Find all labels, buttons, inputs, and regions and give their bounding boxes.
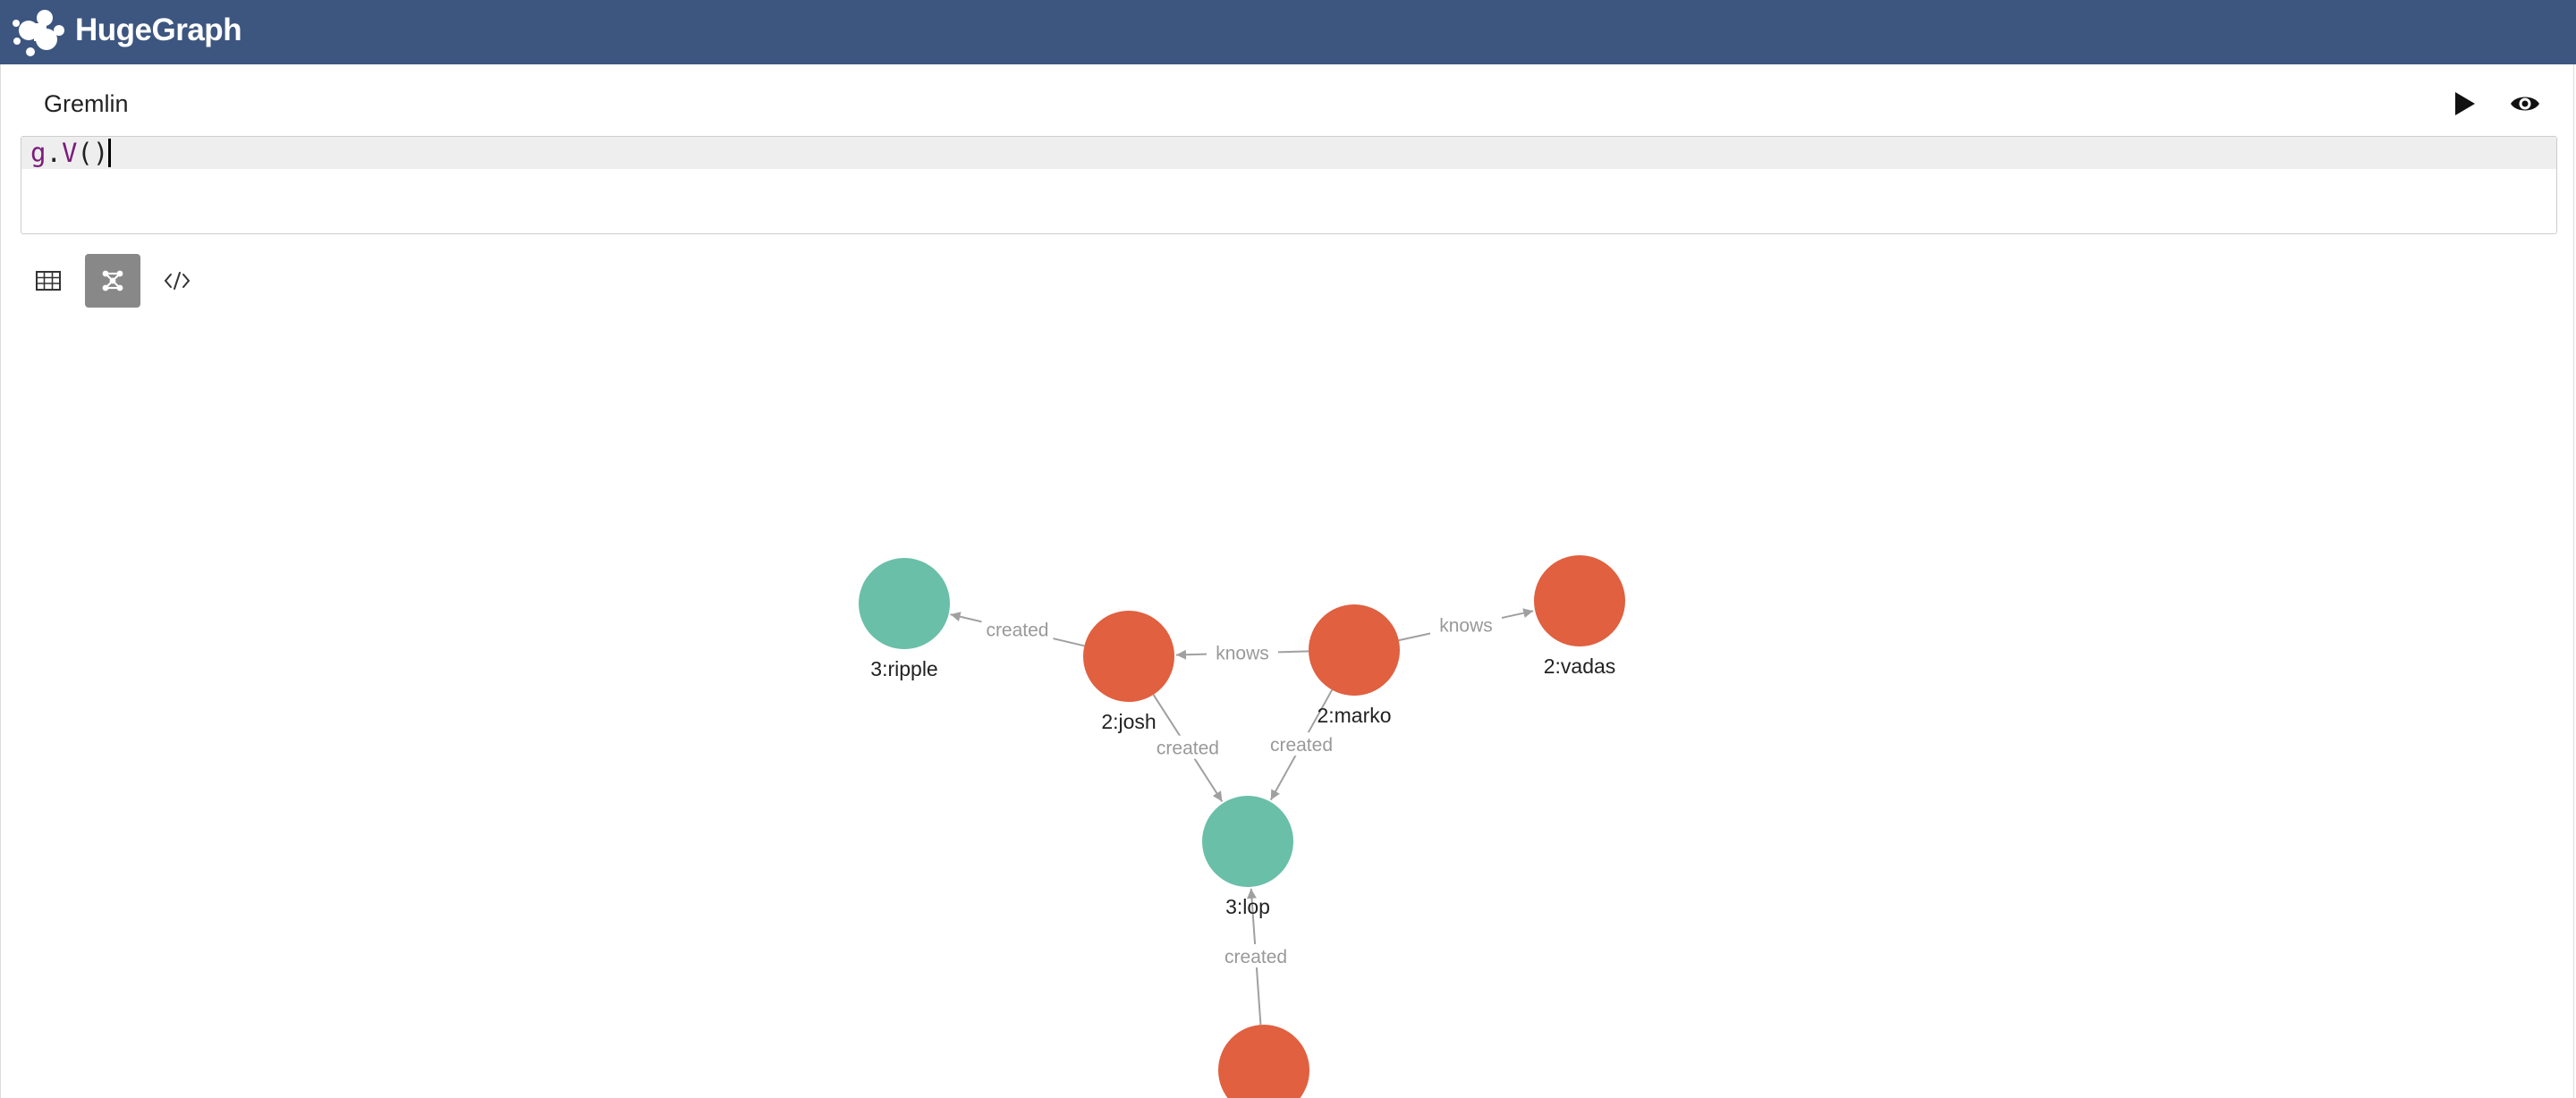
graph-node-vadas[interactable]: 2:vadas [1534, 555, 1625, 678]
node-label: 2:vadas [1544, 655, 1616, 678]
node-circle[interactable] [1309, 604, 1400, 696]
node-label: 2:marko [1317, 704, 1391, 727]
node-circle[interactable] [1218, 1025, 1309, 1098]
edge-label: created [986, 621, 1048, 641]
edge-label-background [981, 617, 1054, 641]
hugegraph-logo-icon[interactable] [9, 4, 68, 61]
result-view-tabs [21, 254, 205, 308]
graph-canvas[interactable]: created knows knows created created created 3… [1, 243, 2575, 1098]
edge-label: knows [1439, 616, 1493, 637]
node-label: 2:josh [1101, 710, 1156, 733]
edge-label: created [1224, 947, 1287, 967]
edge-label-background [1265, 732, 1337, 756]
panel-title: Gremlin [44, 90, 129, 117]
code-icon [164, 272, 191, 290]
code-token: V [61, 138, 78, 168]
graph-node-josh[interactable]: 2:josh [1083, 611, 1174, 733]
node-circle[interactable] [1202, 796, 1293, 887]
text-cursor [108, 139, 112, 167]
edge-label: created [1270, 735, 1333, 756]
edges-layer: created knows knows created created created [950, 608, 1534, 1026]
graph-node-lop[interactable]: 3:lop [1202, 796, 1293, 918]
edge-label-background [1220, 943, 1292, 967]
table-icon [36, 271, 61, 291]
graph-edge[interactable]: knows [1398, 608, 1534, 642]
node-label: 3:ripple [870, 657, 937, 680]
graph-edge[interactable]: knows [1175, 640, 1309, 664]
tab-json-view[interactable] [149, 254, 205, 308]
gremlin-query-editor[interactable]: g.V() [21, 136, 2557, 234]
graph-icon [102, 270, 123, 291]
top-navbar: HugeGraph [0, 0, 2576, 64]
edge-label: created [1157, 739, 1219, 759]
code-token: . [46, 138, 62, 168]
eye-icon [2511, 97, 2539, 111]
graph-edge[interactable]: created [950, 612, 1085, 647]
run-query-button[interactable] [2450, 89, 2479, 118]
graph-edge[interactable]: created [1220, 888, 1292, 1026]
edge-label-background [1430, 612, 1503, 637]
node-circle[interactable] [1534, 555, 1625, 646]
node-circle[interactable] [1083, 611, 1174, 702]
edge-label-background [1206, 640, 1278, 664]
tab-table-view[interactable] [21, 254, 76, 308]
code-token: g [30, 138, 47, 168]
play-icon [2455, 92, 2475, 115]
code-token: ) [92, 138, 109, 168]
node-label: 3:lop [1225, 895, 1270, 918]
toggle-view-button[interactable] [2509, 89, 2541, 118]
graph-node-ripple[interactable]: 3:ripple [859, 558, 950, 680]
graph-node-marko[interactable]: 2:marko [1309, 604, 1400, 727]
nodes-layer: 3:ripple 2:josh 2:marko 2:vadas 3:lop 2:peter [859, 555, 1625, 1098]
code-token: ( [77, 138, 93, 168]
edge-label-background [1151, 735, 1224, 759]
gremlin-panel: Gremlin g.V() [0, 64, 2574, 1098]
query-code[interactable]: g.V() [30, 138, 112, 168]
graph-edge[interactable]: created [1151, 694, 1224, 802]
edge-label: knows [1216, 643, 1269, 663]
tab-graph-view[interactable] [85, 254, 140, 308]
graph-node-peter[interactable]: 2:peter [1218, 1025, 1309, 1098]
brand-name: HugeGraph [75, 13, 242, 47]
active-line-highlight [21, 137, 2556, 169]
node-circle[interactable] [859, 558, 950, 649]
graph-edge[interactable]: created [1265, 689, 1337, 801]
